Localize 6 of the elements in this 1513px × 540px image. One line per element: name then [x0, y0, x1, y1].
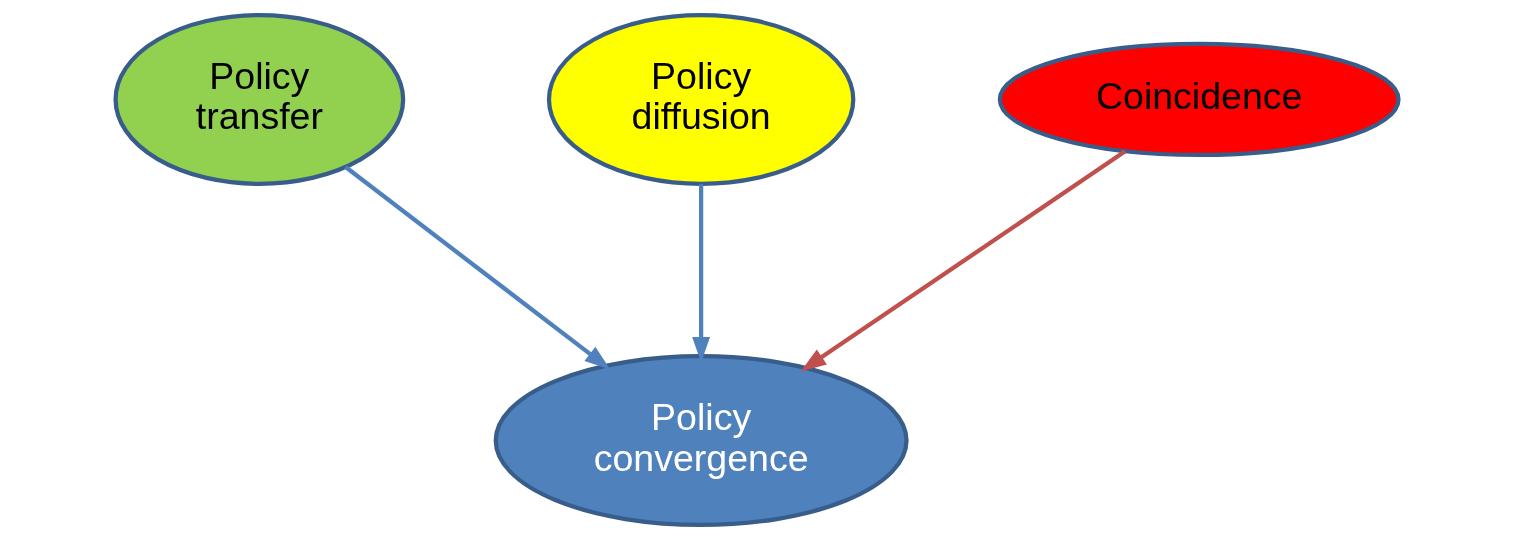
node-ellipse: Policy convergence [493, 354, 909, 528]
arrow [800, 149, 1126, 372]
node-ellipse: Coincidence [997, 41, 1401, 158]
node-ellipse: Policy diffusion [546, 12, 855, 186]
node-ellipse: Policy transfer [112, 12, 405, 186]
arrow [343, 165, 610, 370]
